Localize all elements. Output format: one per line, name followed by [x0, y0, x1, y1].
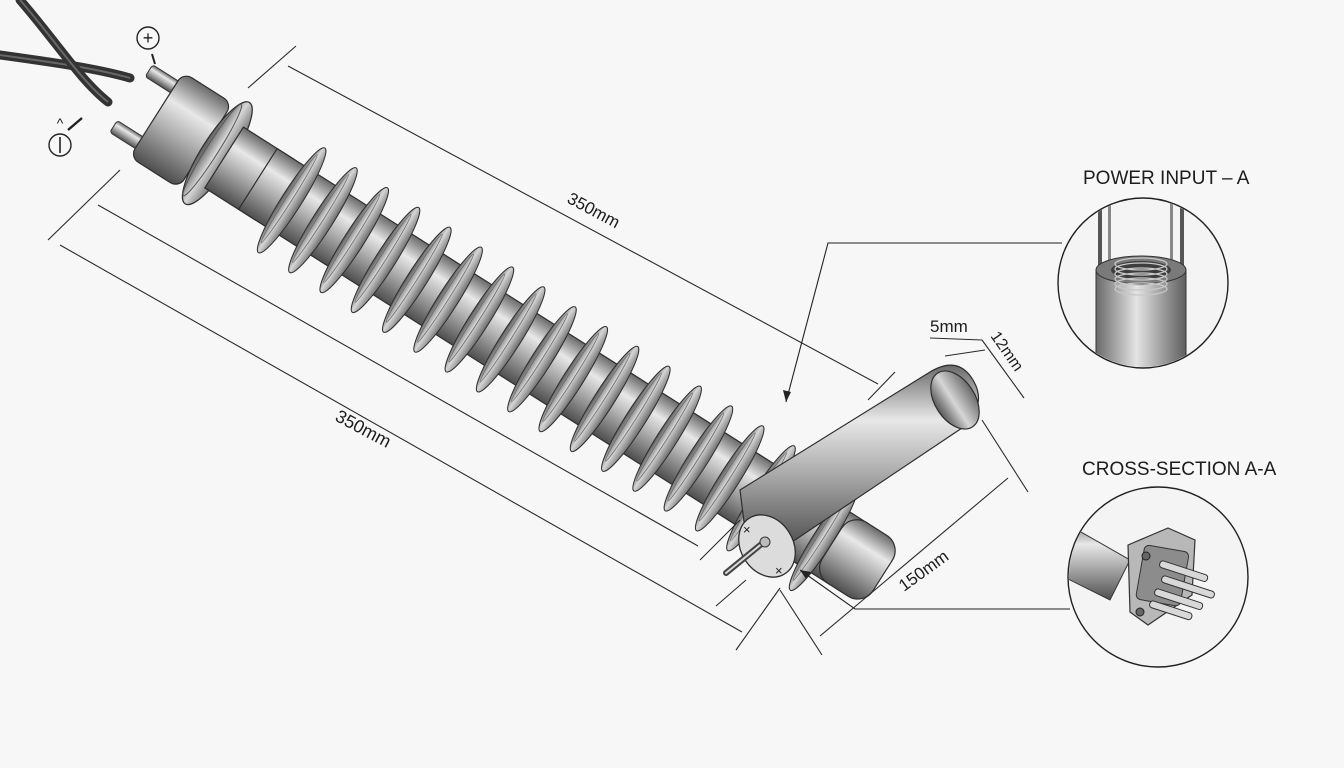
fin-edge: [698, 432, 756, 522]
fin-edge: [385, 233, 443, 323]
fin-edge: [448, 273, 506, 363]
thread-ring: [1114, 272, 1168, 286]
svg-text:+: +: [143, 28, 154, 48]
dimension-lines: [47, 45, 1029, 656]
svg-text:×: ×: [775, 563, 783, 578]
detail-section-title: CROSS-SECTION A-A: [1082, 459, 1277, 480]
dim-label-wall: 5mm: [930, 317, 968, 336]
thread-ring: [1114, 262, 1168, 276]
thread-ring: [1114, 282, 1168, 296]
svg-text:×: ×: [743, 522, 751, 537]
fin-edge: [511, 313, 568, 402]
thread-ring: [1114, 257, 1168, 271]
dim-label-diameter: 12mm: [987, 329, 1026, 375]
svg-text:^: ^: [57, 115, 64, 131]
fin-edge: [354, 214, 412, 303]
fin-edge: [542, 333, 600, 422]
dim-label-stub-length: 150mm: [895, 547, 952, 596]
power-cables: [0, 0, 135, 107]
thread-ring: [1114, 267, 1168, 281]
fin-edge: [260, 154, 318, 244]
thread-ring: [1114, 277, 1168, 291]
fin-edge: [573, 353, 631, 442]
detail-cross-section: [1067, 486, 1249, 668]
dim-label-bottom-length: 350mm: [332, 406, 394, 452]
detail-power-input: [1057, 197, 1229, 369]
fin-edge: [323, 194, 381, 283]
leader-lines: [783, 242, 1070, 610]
fin-edge: [636, 392, 693, 482]
detail-power-title: POWER INPUT – A: [1083, 168, 1250, 189]
terminal-minus-marker: ^: [48, 115, 83, 157]
fin-edge: [417, 253, 474, 343]
dim-label-top-length: 350mm: [564, 189, 623, 232]
terminal-plus-marker: +: [136, 26, 160, 65]
fin-edge: [667, 412, 725, 502]
outlet-stub: × ×: [723, 364, 980, 578]
